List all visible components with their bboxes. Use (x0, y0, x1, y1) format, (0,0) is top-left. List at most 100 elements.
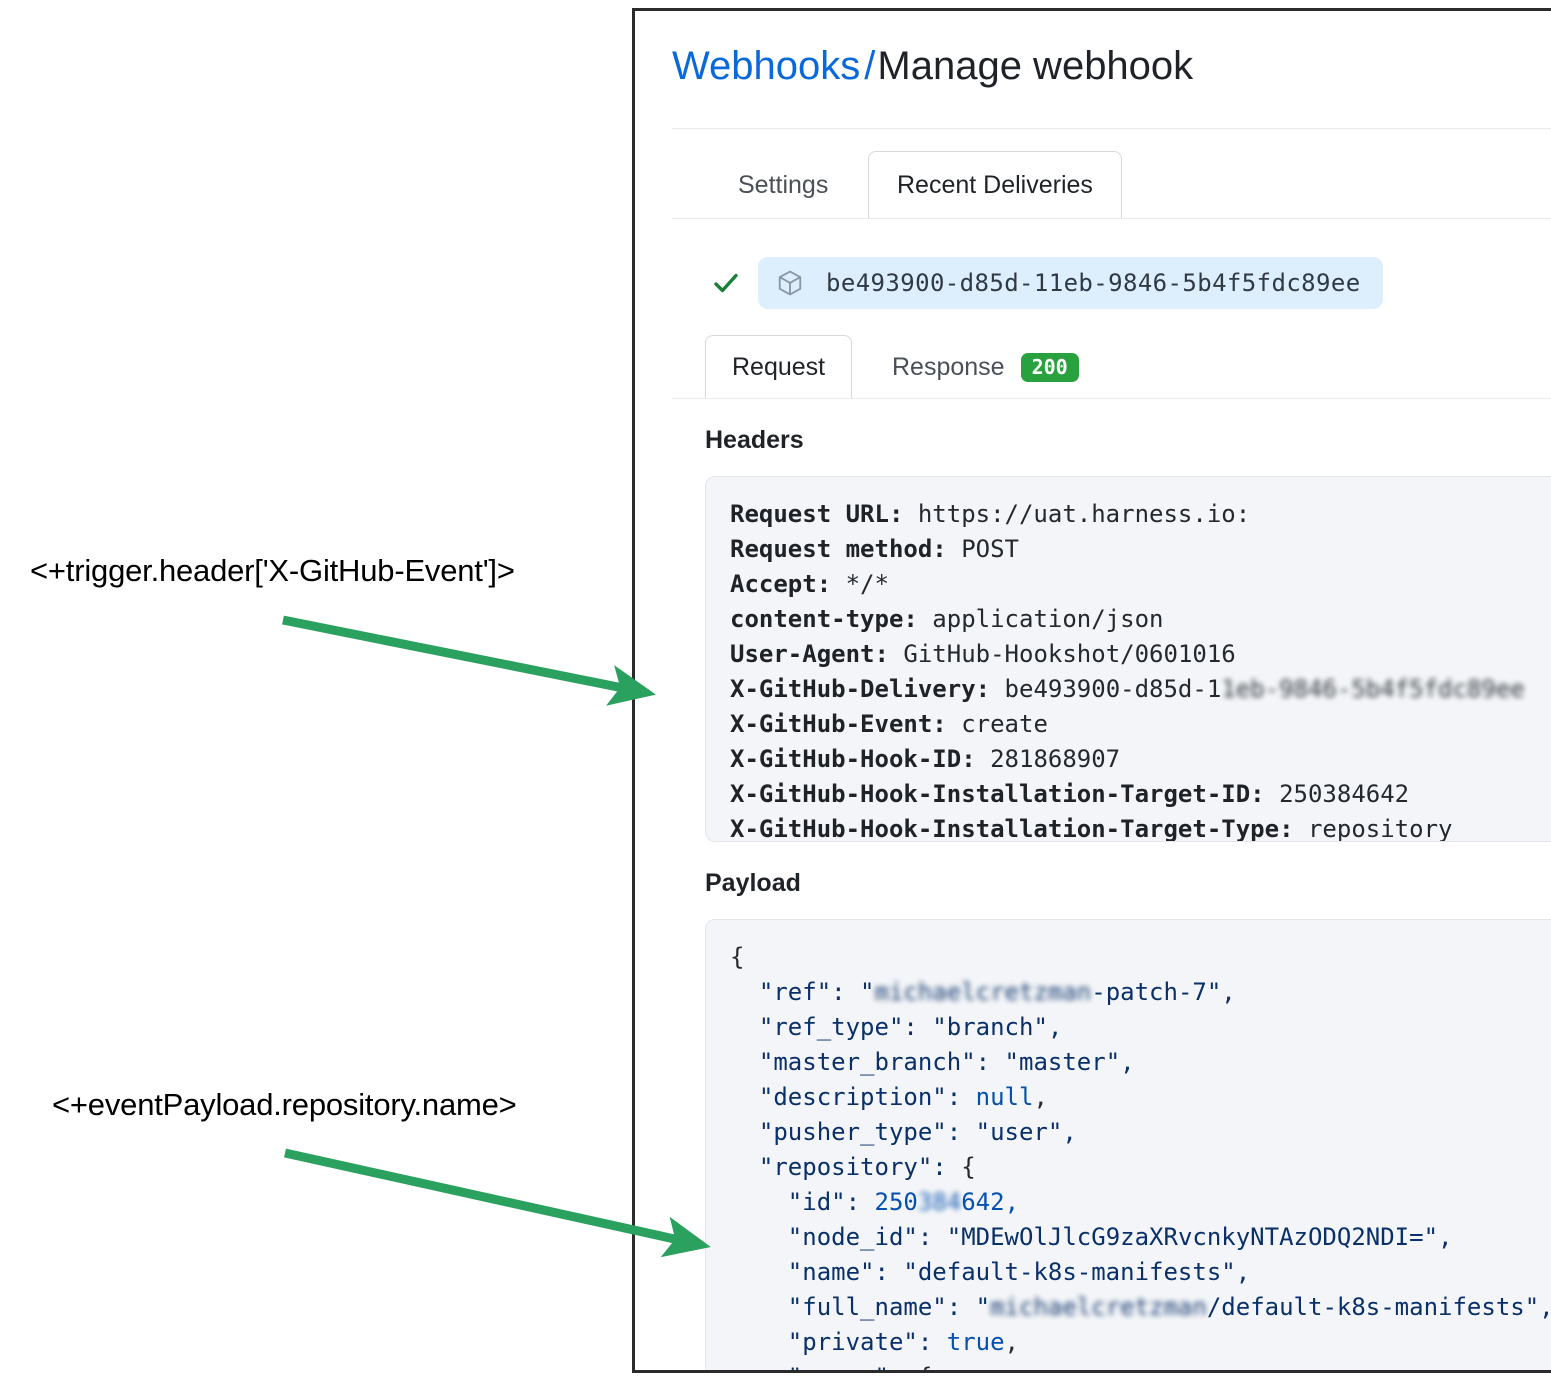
annotation-label-event-payload: <+eventPayload.repository.name> (52, 1087, 517, 1122)
payload-line: "owner": { (730, 1360, 1551, 1370)
annotation-arrow-2 (284, 1148, 711, 1258)
tab-recent-deliveries[interactable]: Recent Deliveries (868, 151, 1122, 219)
payload-value: { (961, 1153, 976, 1181)
payload-key: "repository": (730, 1153, 962, 1181)
header-value: 281868907 (975, 745, 1121, 773)
header-line: X-GitHub-Event: create (730, 707, 1551, 742)
payload-heading: Payload (705, 869, 801, 897)
payload-line: "ref": "michaelcretzman-patch-7", (730, 975, 1551, 1010)
payload-key: "id": (730, 1188, 875, 1216)
package-icon (776, 269, 804, 297)
payload-line: "id": 250384642, (730, 1185, 1551, 1220)
payload-key: "pusher_type": (730, 1118, 976, 1146)
payload-value: true (946, 1328, 1005, 1356)
payload-key: "node_id": (730, 1223, 947, 1251)
header-line: Accept: */* (730, 567, 1551, 602)
header-value: GitHub-Hookshot/0601016 (888, 640, 1236, 668)
header-divider (672, 128, 1551, 129)
payload-value-suffix: /default-k8s-manifests", (1206, 1293, 1551, 1321)
header-value: */* (831, 570, 889, 598)
check-icon (712, 269, 740, 297)
payload-value-suffix: 642, (961, 1188, 1020, 1216)
header-value: https://uat.harness.io: (903, 500, 1251, 528)
payload-line: "ref_type": "branch", (730, 1010, 1551, 1045)
payload-value: "branch", (932, 1013, 1063, 1041)
payload-value-redacted: michaelcretzman (874, 978, 1092, 1006)
payload-value: " (860, 978, 875, 1006)
tab-response-label: Response (892, 352, 1005, 381)
header-line: content-type: application/json (730, 602, 1551, 637)
header-key: X-GitHub-Hook-Installation-Target-Type: (730, 815, 1294, 842)
delivery-id: be493900-d85d-11eb-9846-5b4f5fdc89ee (826, 269, 1361, 297)
annotation-arrow-1 (282, 615, 656, 706)
header-value-redacted: 1eb-9846-5b4f5fdc89ee (1221, 675, 1525, 703)
tab-request[interactable]: Request (705, 335, 853, 399)
payload-line: { (730, 940, 1551, 975)
delivery-row[interactable]: be493900-d85d-11eb-9846-5b4f5fdc89ee (712, 257, 1383, 309)
header-value: POST (946, 535, 1019, 563)
breadcrumb-link-webhooks[interactable]: Webhooks (672, 44, 861, 88)
header-key: User-Agent: (730, 640, 889, 668)
header-value: application/json (917, 605, 1164, 633)
delivery-pill[interactable]: be493900-d85d-11eb-9846-5b4f5fdc89ee (758, 257, 1383, 309)
header-key: X-GitHub-Delivery: (730, 675, 991, 703)
payload-key: "full_name": (730, 1293, 976, 1321)
payload-line: "description": null, (730, 1080, 1551, 1115)
payload-token: { (730, 943, 745, 971)
tab-response[interactable]: Response 200 (866, 335, 1105, 399)
payload-key: "ref_type": (730, 1013, 933, 1041)
payload-value: "MDEwOlJlcG9zaXRvcnkyNTAzODQ2NDI=", (946, 1223, 1453, 1251)
payload-token: , (1033, 1083, 1048, 1111)
payload-value: "master", (1004, 1048, 1135, 1076)
header-value: create (946, 710, 1048, 738)
payload-value: { (918, 1363, 932, 1370)
header-line: Request method: POST (730, 532, 1551, 567)
payload-key: "name": (730, 1258, 904, 1286)
request-response-divider (672, 398, 1551, 399)
header-line: X-GitHub-Hook-Installation-Target-ID: 25… (730, 777, 1551, 812)
header-key: content-type: (730, 605, 918, 633)
header-key: X-GitHub-Hook-Installation-Target-ID: (730, 780, 1265, 808)
payload-value-suffix: -patch-7", (1091, 978, 1236, 1006)
payload-line: "full_name": "michaelcretzman/default-k8… (730, 1290, 1551, 1325)
github-webhook-panel: Webhooks/Manage webhook Settings Recent … (632, 8, 1551, 1373)
page-title: Manage webhook (877, 44, 1194, 88)
payload-key: "master_branch": (730, 1048, 1005, 1076)
payload-token: , (1004, 1328, 1019, 1356)
payload-key: "ref": (730, 978, 861, 1006)
header-value: 250384642 (1264, 780, 1410, 808)
tab-settings[interactable]: Settings (738, 170, 829, 199)
payload-code-block: { "ref": "michaelcretzman-patch-7", "ref… (705, 919, 1551, 1370)
header-line: X-GitHub-Hook-Installation-Target-Type: … (730, 812, 1551, 842)
payload-value: " (975, 1293, 991, 1321)
tabs-divider (672, 218, 1551, 219)
tab-request-label: Request (732, 353, 826, 381)
status-badge: 200 (1020, 352, 1079, 382)
header-line: X-GitHub-Hook-ID: 281868907 (730, 742, 1551, 777)
payload-value: 250 (874, 1188, 918, 1216)
header-key: X-GitHub-Hook-ID: (730, 745, 976, 773)
payload-line: "private": true, (730, 1325, 1551, 1360)
header-key: Accept: (730, 570, 832, 598)
breadcrumb-separator: / (864, 44, 876, 88)
breadcrumb: Webhooks/Manage webhook (672, 44, 1193, 88)
header-line: User-Agent: GitHub-Hookshot/0601016 (730, 637, 1551, 672)
annotation-label-trigger-header: <+trigger.header['X-GitHub-Event']> (30, 553, 515, 588)
payload-line: "master_branch": "master", (730, 1045, 1551, 1080)
payload-value-redacted: michaelcretzman (990, 1293, 1207, 1321)
payload-line: "node_id": "MDEwOlJlcG9zaXRvcnkyNTAzODQ2… (730, 1220, 1551, 1255)
headers-code-block: Request URL: https://uat.harness.io:Requ… (705, 476, 1551, 842)
header-line: Request URL: https://uat.harness.io: (730, 497, 1551, 532)
header-key: Request method: (730, 535, 947, 563)
header-key: X-GitHub-Event: (730, 710, 947, 738)
headers-heading: Headers (705, 426, 804, 454)
header-key: Request URL: (730, 500, 904, 528)
header-value: be493900-d85d-1 (990, 675, 1222, 703)
webhook-tablist: Settings Recent Deliveries (672, 151, 1551, 219)
payload-line: "repository": { (730, 1150, 1551, 1185)
payload-line: "name": "default-k8s-manifests", (730, 1255, 1551, 1290)
payload-line: "pusher_type": "user", (730, 1115, 1551, 1150)
payload-value: null (975, 1083, 1034, 1111)
payload-value-redacted: 384 (917, 1188, 962, 1216)
request-response-tablist: Request Response 200 (705, 335, 1551, 399)
